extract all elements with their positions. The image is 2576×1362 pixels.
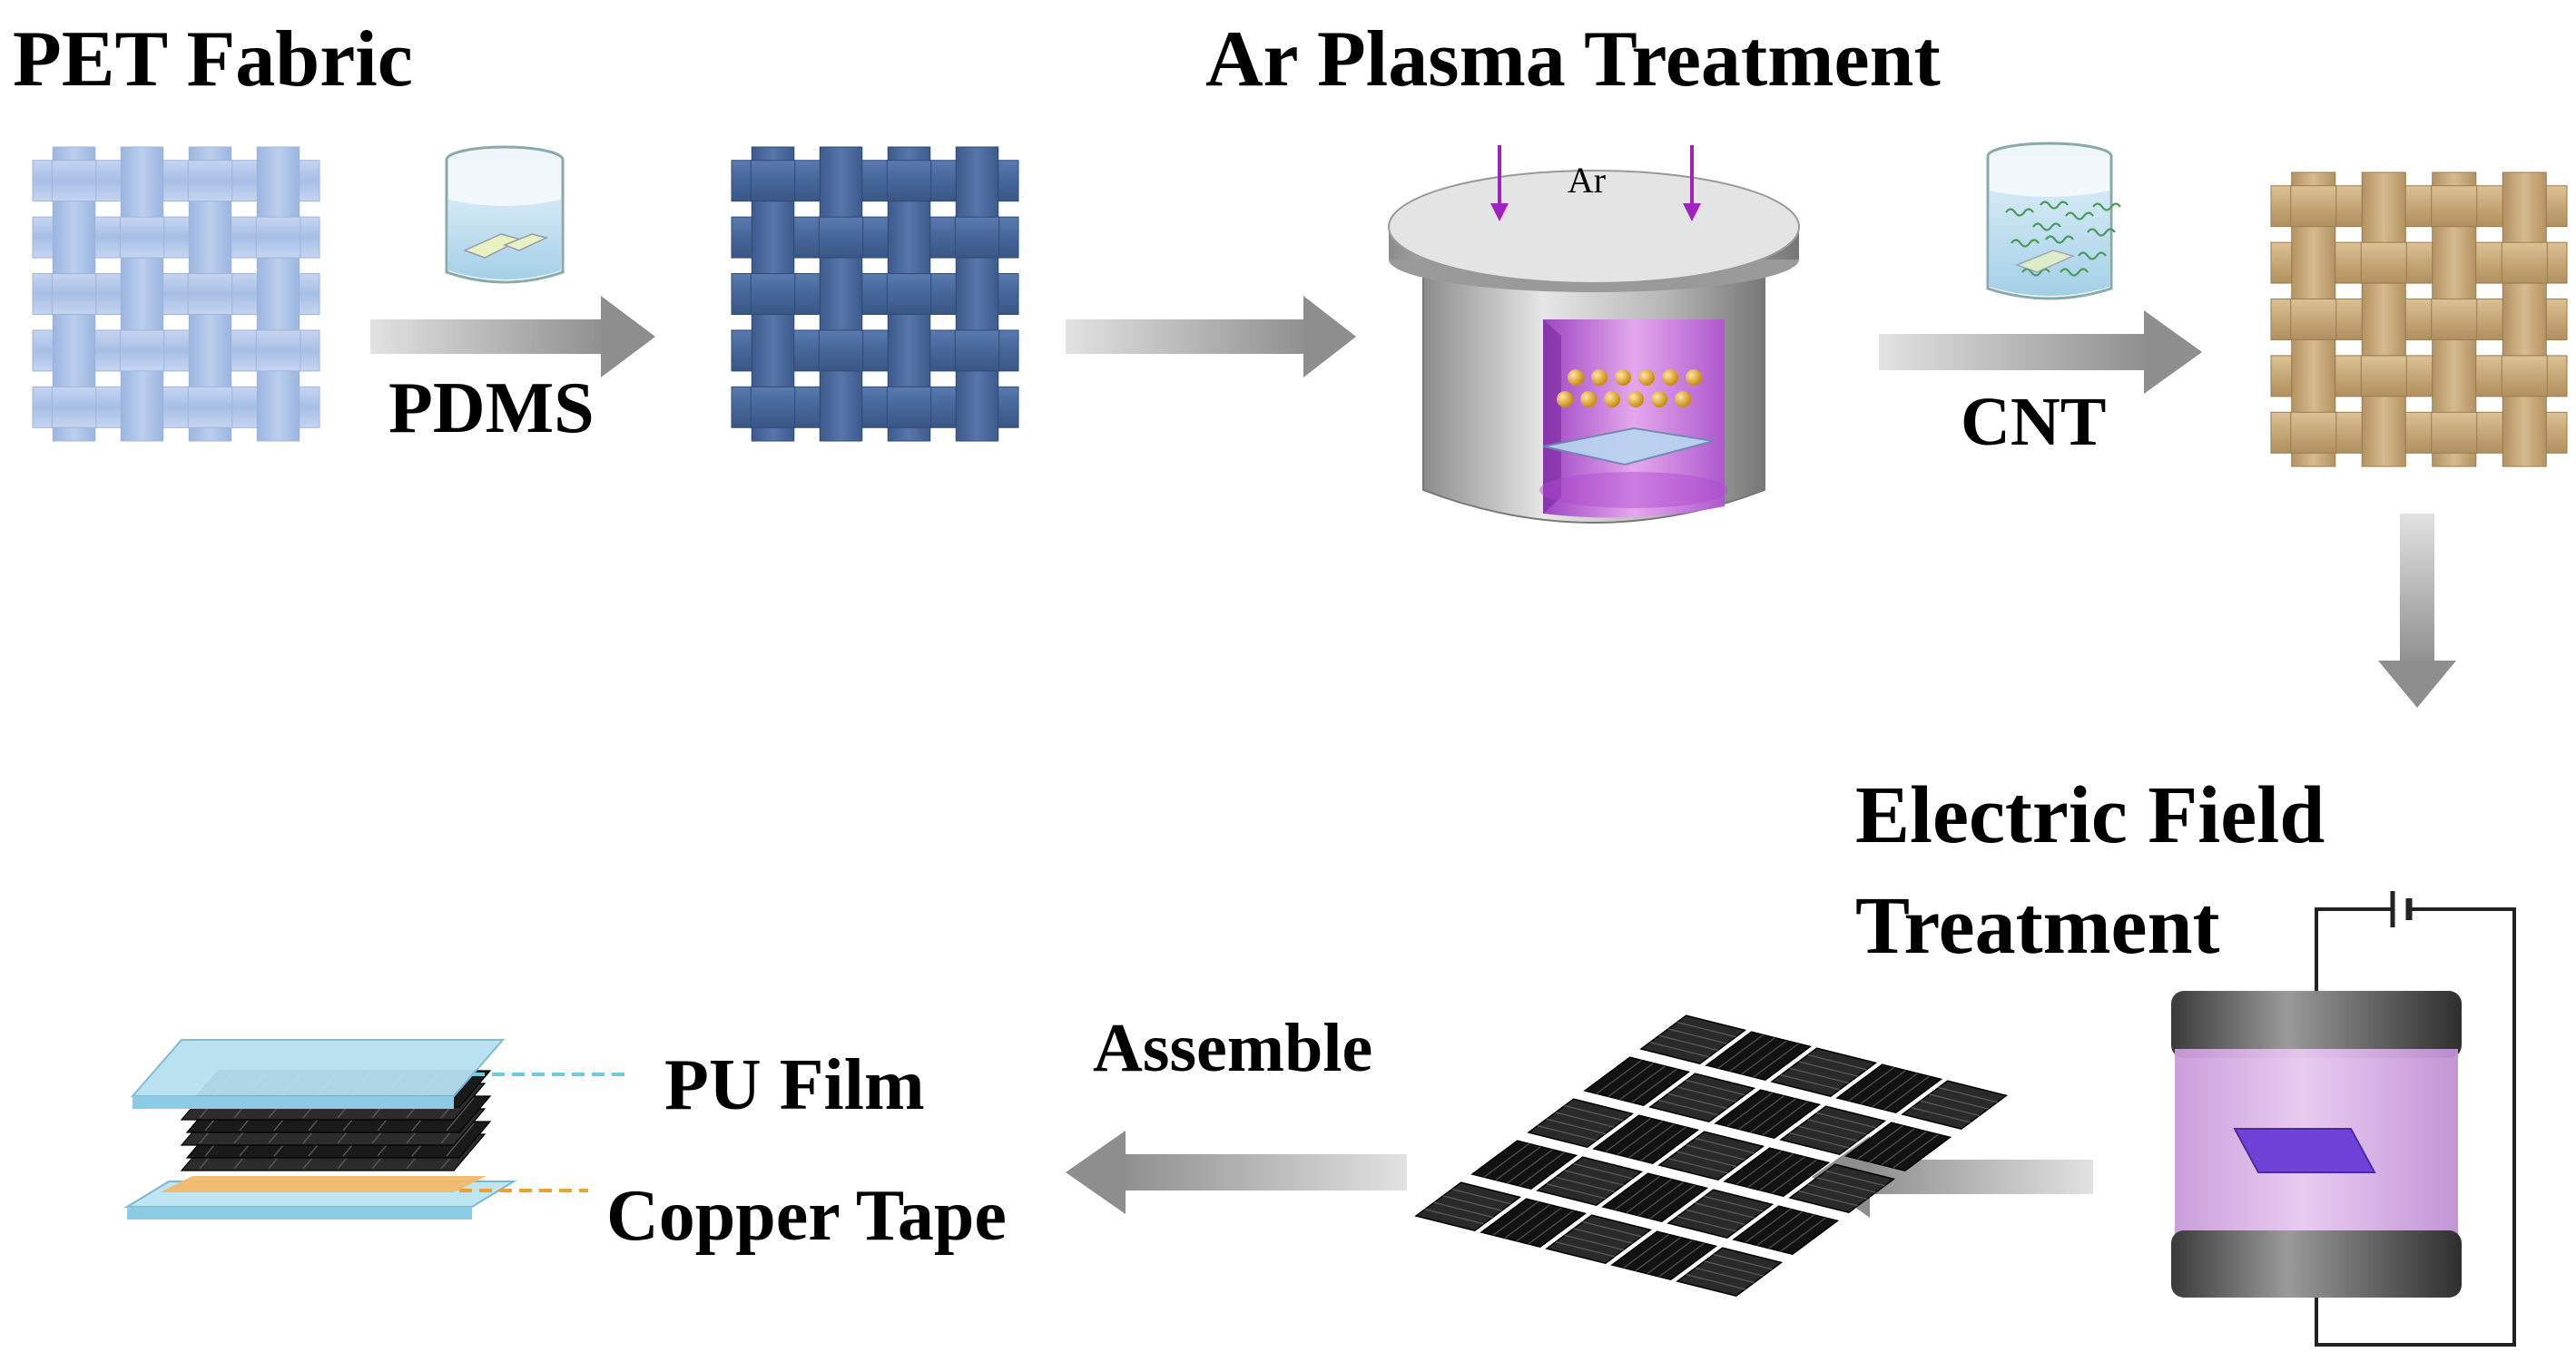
assembled-sensor-stack (123, 1039, 626, 1220)
treated-black-fabric-weave (1414, 1014, 2009, 1298)
electric-field-chamber-icon (2171, 991, 2462, 1298)
cnt-label: CNT (1961, 384, 2106, 460)
battery-icon (2390, 891, 2413, 927)
assemble-label: Assemble (1093, 1010, 1372, 1086)
pet-fabric-weave (32, 146, 320, 442)
argon-inflow-arrow-right (1683, 145, 1701, 221)
pet-fabric-label: PET Fabric (13, 15, 413, 103)
ar-plasma-treatment-label: Ar Plasma Treatment (1205, 15, 1941, 103)
arrow-plasma-to-cnt (1879, 310, 2202, 394)
arrow-assemble (1066, 1131, 1407, 1214)
pdms-beaker-icon (445, 145, 565, 284)
arrow-pdms-to-plasma (1066, 296, 1356, 377)
electric-field-label-line1: Electric Field (1855, 770, 2325, 860)
pdms-coated-fabric-weave (731, 146, 1019, 442)
pdms-label: PDMS (388, 368, 595, 448)
copper-tape-label: Copper Tape (606, 1176, 1007, 1256)
cnt-beaker-icon (1986, 142, 2121, 300)
pu-film-label: PU Film (664, 1045, 925, 1125)
arrow-pet-to-pdms (370, 296, 655, 377)
arrow-cnt-down (2378, 514, 2456, 708)
electric-field-label-line2: Treatment (1855, 881, 2220, 971)
cnt-coated-fabric-weave (2270, 171, 2568, 467)
argon-inflow-arrow-left (1490, 145, 1509, 221)
electric-field-circuit (2315, 907, 2516, 1347)
plasma-chamber-icon: Ar (1388, 145, 1800, 524)
ar-gas-label: Ar (1568, 160, 1606, 201)
